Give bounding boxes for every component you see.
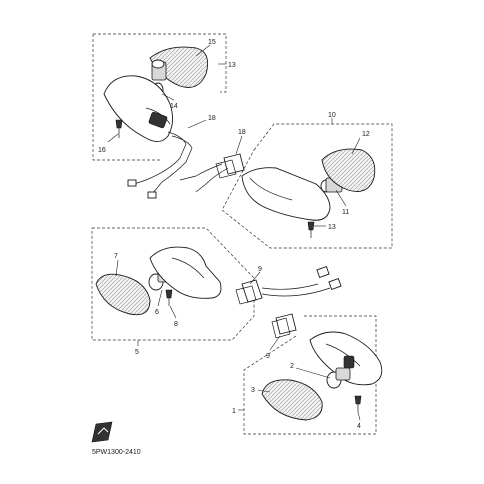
- callout-labels: 15 13 14 18 16 18 10 12 11 13 7 9 6 8 5 …: [98, 39, 370, 430]
- callout-15: 14: [170, 103, 178, 110]
- housing-10: [241, 167, 331, 221]
- callout-5: 5: [135, 349, 139, 356]
- callout-8: 8: [174, 321, 178, 328]
- callout-4: 4: [357, 423, 361, 430]
- callout-9-lower: 9: [266, 353, 270, 360]
- housing-5: [149, 246, 222, 299]
- callout-11: 11: [342, 209, 349, 216]
- lens-12: [321, 148, 376, 192]
- callout-18-right: 18: [238, 129, 246, 136]
- callout-16: 15: [208, 39, 216, 46]
- callout-7: 7: [114, 253, 118, 260]
- assembly-14: [92, 33, 227, 199]
- forward-arrow-icon: [91, 421, 113, 443]
- lens-7: [95, 273, 151, 316]
- callout-1: 1: [232, 408, 236, 415]
- assembly-5: [91, 227, 342, 341]
- leader-lines: [107, 44, 361, 421]
- lens-16: [149, 46, 209, 88]
- callout-14: 13: [228, 62, 236, 69]
- callout-17: 16: [98, 147, 106, 154]
- drawing-code: 5PW1300-2410: [92, 449, 141, 456]
- callout-13-label: 13: [328, 224, 336, 231]
- assembly-10: [179, 123, 393, 249]
- callout-2: 2: [290, 363, 294, 370]
- assembly-1: [243, 313, 383, 435]
- lens-3: [261, 379, 323, 421]
- callout-18-left: 18: [208, 115, 216, 122]
- callout-10: 10: [328, 112, 336, 119]
- callout-6: 6: [155, 309, 159, 316]
- callout-9-upper: 9: [258, 266, 262, 273]
- callout-12: 12: [362, 131, 370, 138]
- callout-3: 3: [251, 387, 255, 394]
